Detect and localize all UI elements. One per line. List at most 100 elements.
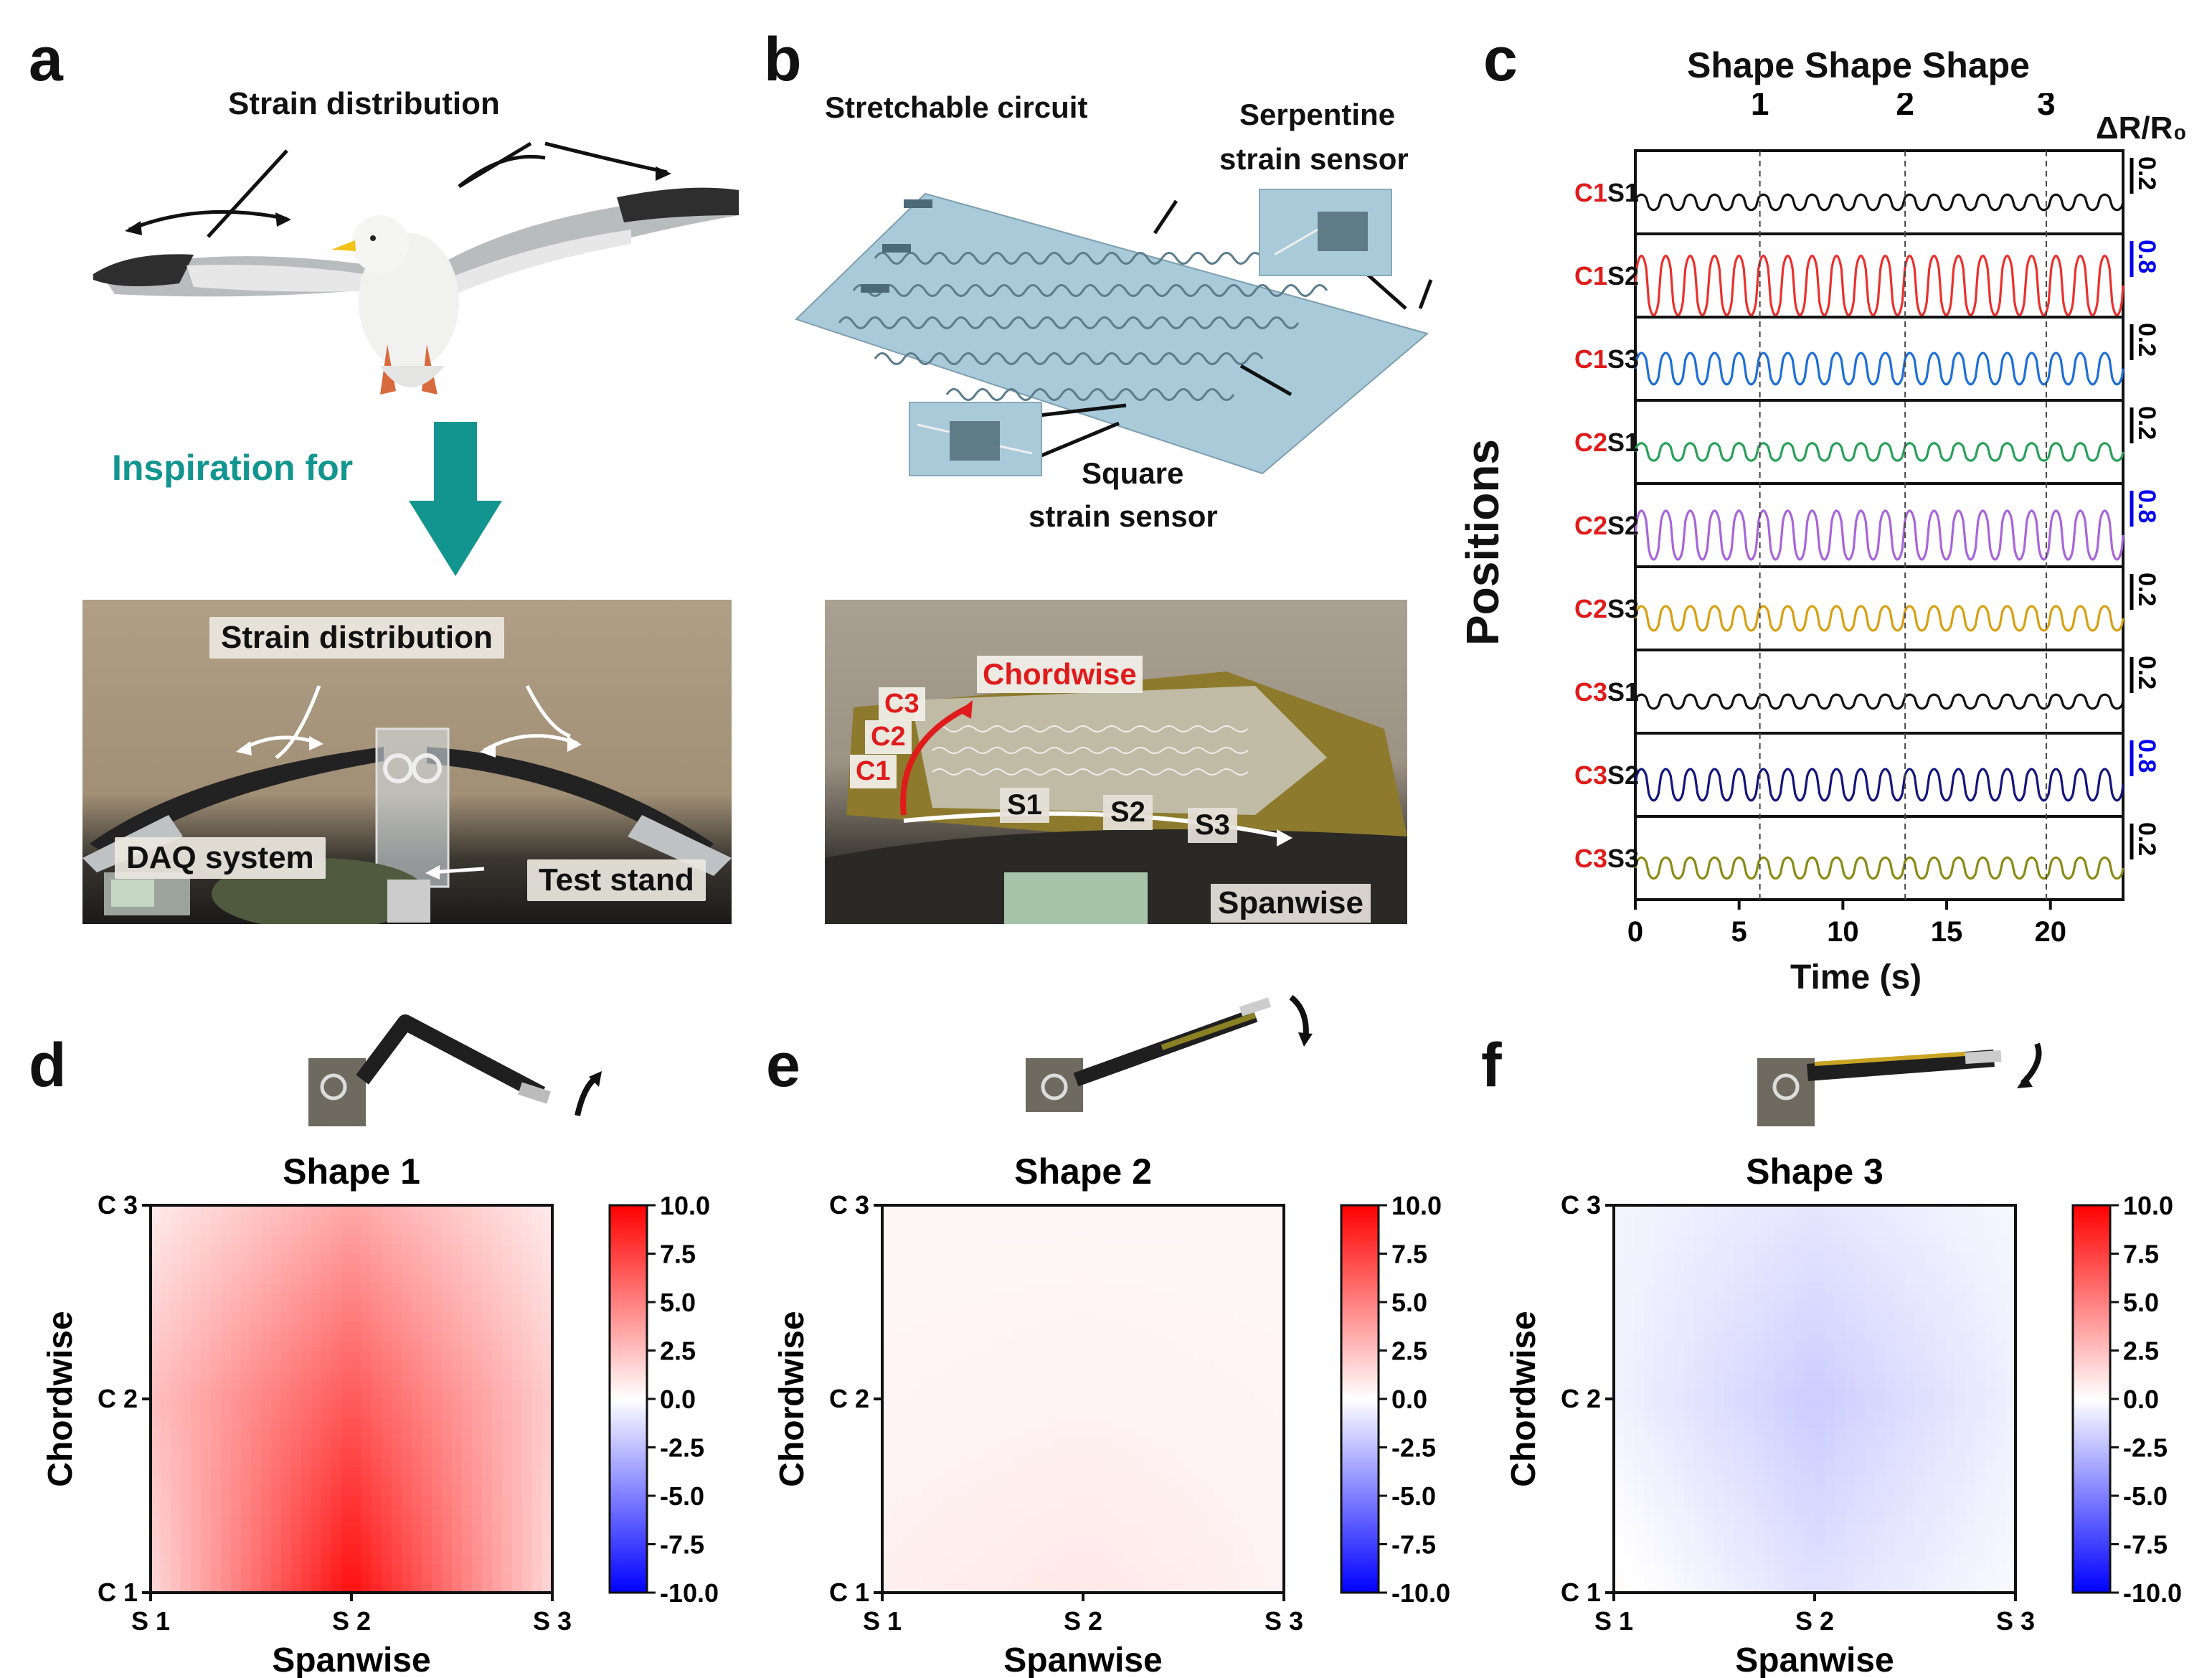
heatmap-cell <box>1805 1389 1815 1400</box>
heatmap-cell <box>522 1341 533 1352</box>
heatmap-cell <box>1724 1496 1735 1507</box>
heatmap-cell <box>1795 1273 1805 1283</box>
heatmap-cell <box>1925 1563 1936 1574</box>
heatmap-cell <box>1825 1563 1835 1574</box>
heatmap-cell <box>1684 1554 1695 1565</box>
heatmap-cell <box>512 1399 523 1410</box>
heatmap-cell <box>1744 1515 1755 1526</box>
heatmap-cell <box>1805 1331 1815 1342</box>
heatmap-cell <box>1734 1341 1745 1352</box>
heatmap-cell <box>1985 1389 1996 1400</box>
heatmap-cell <box>1795 1554 1805 1565</box>
heatmap-cell <box>351 1370 362 1380</box>
heatmap-cell <box>1925 1321 1936 1332</box>
heatmap-cell <box>1754 1263 1765 1274</box>
heatmap-cell <box>1985 1273 1996 1283</box>
heatmap-cell <box>291 1389 302 1400</box>
heatmap-cell <box>211 1418 222 1429</box>
heatmap-cell <box>412 1302 422 1313</box>
heatmap-cell <box>392 1399 402 1410</box>
heatmap-cell <box>1013 1350 1024 1361</box>
heatmap-xlabel: Spanwise <box>272 1641 430 1678</box>
time-xlabel: Time (s) <box>1790 958 1922 996</box>
heatmap-cell <box>1684 1476 1695 1487</box>
heatmap-cell <box>532 1447 543 1458</box>
heatmap-cell <box>492 1476 503 1487</box>
heatmap-cell <box>241 1496 252 1507</box>
heatmap-cell <box>1754 1515 1765 1526</box>
heatmap-cell <box>321 1524 332 1535</box>
heatmap-cell <box>1264 1389 1275 1400</box>
heatmap-cell <box>432 1253 443 1264</box>
heatmap-cell <box>1183 1341 1194 1352</box>
heatmap-cell <box>502 1496 513 1507</box>
heatmap-cell <box>1985 1380 1996 1390</box>
heatmap-cell <box>161 1583 171 1593</box>
heatmap-cell <box>452 1466 463 1477</box>
heatmap-cell <box>1925 1215 1936 1225</box>
heatmap-cell <box>241 1563 252 1574</box>
heatmap-cell <box>452 1408 463 1419</box>
square-label-1: Square <box>1082 456 1184 490</box>
heatmap-cell <box>1204 1418 1214 1429</box>
heatmap-cell <box>1805 1438 1815 1448</box>
heatmap-cell <box>1724 1370 1735 1380</box>
heatmap-cell <box>1194 1505 1204 1516</box>
heatmap-cell <box>1915 1341 1926 1352</box>
heatmap-cell <box>1785 1360 1795 1371</box>
heatmap-cell <box>1234 1389 1244 1400</box>
heatmap-cell <box>1234 1263 1244 1274</box>
heatmap-cell <box>1183 1215 1194 1225</box>
heatmap-cell <box>1624 1524 1635 1535</box>
heatmap-cell <box>361 1535 372 1545</box>
heatmap-cell <box>1183 1283 1194 1293</box>
heatmap-cell <box>942 1399 953 1410</box>
heatmap-cell <box>1865 1476 1876 1487</box>
heatmap-cell <box>512 1341 523 1352</box>
heatmap-cell <box>1103 1408 1114 1419</box>
heatmap-cell <box>522 1447 533 1458</box>
heatmap-cell <box>452 1341 463 1352</box>
heatmap-cell <box>331 1253 342 1264</box>
heatmap-cell <box>271 1496 282 1507</box>
heatmap-cell <box>512 1283 523 1293</box>
heatmap-cell <box>301 1505 312 1516</box>
heatmap-cell <box>502 1554 513 1565</box>
heatmap-cell <box>1835 1524 1845 1535</box>
heatmap-cell <box>301 1380 312 1390</box>
circuit-schematic <box>795 192 1433 475</box>
heatmap-cell <box>1083 1253 1094 1264</box>
heatmap-cell <box>1234 1234 1244 1245</box>
heatmap-cell <box>882 1535 893 1545</box>
heatmap-cell <box>351 1428 362 1438</box>
heatmap-cell <box>1915 1360 1926 1371</box>
heatmap-cell <box>1875 1273 1886 1283</box>
heatmap-cell <box>1123 1399 1134 1410</box>
heatmap-cell <box>1714 1205 1725 1216</box>
heatmap-cell <box>1734 1292 1745 1303</box>
heatmap-cell <box>321 1399 332 1410</box>
heatmap-cell <box>1644 1273 1655 1283</box>
colorbar-tick-label: 5.0 <box>1391 1288 1427 1317</box>
heatmap-cell <box>1083 1438 1094 1448</box>
heatmap-cell <box>361 1244 372 1255</box>
heatmap-cell <box>1143 1496 1154 1507</box>
heatmap-cell <box>1133 1273 1144 1283</box>
colorbar-tick-label: -7.5 <box>1391 1530 1436 1560</box>
heatmap-cell <box>1744 1476 1755 1487</box>
heatmap-cell <box>1043 1370 1054 1380</box>
heatmap-cell <box>1053 1457 1064 1468</box>
heatmap-cell <box>201 1428 212 1438</box>
heatmap-cell <box>892 1515 903 1526</box>
heatmap-cell <box>892 1554 903 1565</box>
heatmap-cell <box>1644 1544 1655 1555</box>
heatmap-cell <box>522 1234 533 1245</box>
heatmap-cell <box>1194 1583 1204 1593</box>
heatmap-cell <box>1654 1418 1665 1429</box>
heatmap-cell <box>482 1389 493 1400</box>
heatmap-cell <box>942 1225 953 1235</box>
heatmap-cell <box>402 1389 412 1400</box>
heatmap-cell <box>201 1486 212 1496</box>
heatmap-cell <box>1845 1331 1856 1342</box>
heatmap-cell <box>912 1496 923 1507</box>
